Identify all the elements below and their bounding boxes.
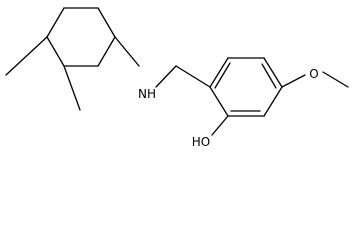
benzene-ring (209, 57, 283, 117)
bond-methyl-left (5, 36, 48, 76)
bond-aromatic-to-ether-oxygen (281, 74, 306, 88)
amine-label: NH (138, 87, 156, 101)
bond-aromatic-to-hydroxyl (211, 115, 229, 136)
cyclohexane-ring (46, 7, 116, 67)
ether-oxygen-label: O (309, 67, 318, 81)
bond-ring-5 (46, 36, 65, 67)
bond-ether-to-methyl (322, 71, 349, 88)
hydroxyl-label: HO (192, 135, 210, 149)
bond-aromatic-3 (263, 57, 283, 88)
bond-ring-3 (97, 36, 116, 67)
molecule-structure: NH O HO (5, 7, 349, 149)
bond-nitrogen-to-methylene (155, 65, 177, 88)
bond-aromatic-3-inner (261, 63, 277, 89)
bond-ring-2 (97, 7, 116, 38)
bond-aromatic-4 (263, 86, 283, 117)
bond-methylene-to-aromatic (175, 65, 211, 88)
bond-aromatic-1-inner (214, 62, 231, 89)
bond-methyl-bottom (63, 65, 81, 111)
bond-aromatic-6 (209, 86, 229, 117)
bond-aromatic-1 (209, 57, 229, 88)
bond-ring-to-nitrogen (114, 36, 140, 67)
bond-ring-6 (46, 7, 65, 38)
